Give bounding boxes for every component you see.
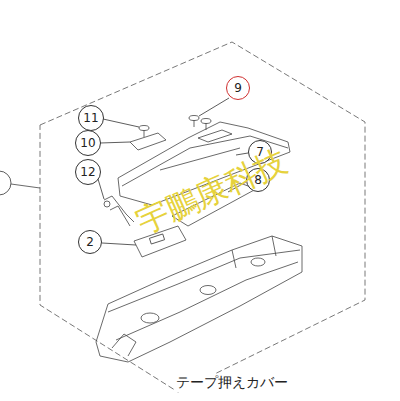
callout-circle: 2	[78, 230, 102, 254]
callout-circle	[0, 171, 11, 195]
leader-line	[11, 184, 40, 188]
base-part	[96, 236, 302, 362]
callout-circle: 10	[75, 130, 101, 156]
callout-number: 9	[234, 82, 242, 94]
callout-circle: 11	[78, 105, 104, 131]
callout-circle: 12	[75, 159, 101, 185]
screws	[139, 116, 211, 138]
callout-number: 11	[83, 112, 98, 124]
plate-part	[130, 133, 166, 150]
hinge-part	[104, 196, 134, 226]
watermark: 宇鵬康科技	[130, 139, 294, 244]
callout-number: 2	[86, 236, 94, 248]
assembly-outline	[40, 42, 365, 392]
callout-number: 10	[80, 137, 95, 149]
caption: テープ押えカバー	[174, 374, 290, 392]
callout-number: 12	[80, 166, 95, 178]
callout-circle: 9	[226, 76, 250, 100]
